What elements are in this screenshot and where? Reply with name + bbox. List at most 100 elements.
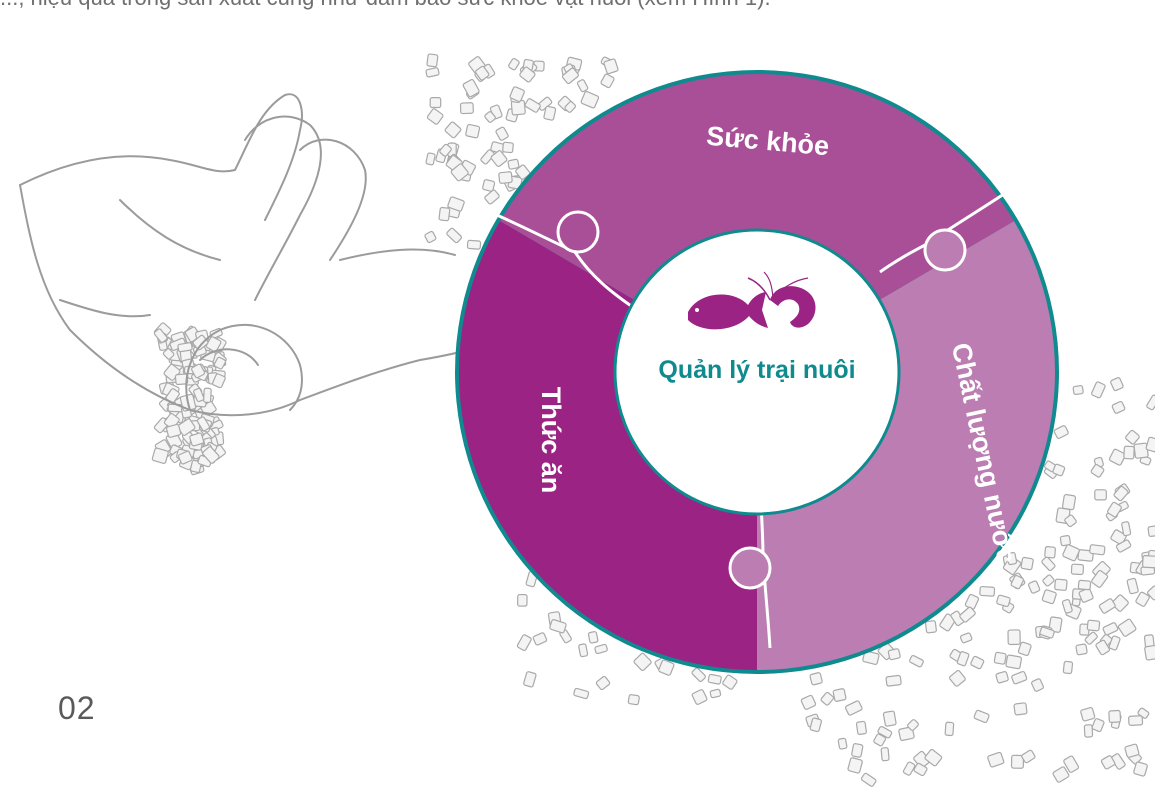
pellet — [949, 670, 966, 687]
pellet — [1091, 381, 1106, 398]
pellet — [549, 619, 566, 633]
pellet — [1078, 580, 1091, 590]
pellet — [427, 108, 444, 125]
pellet — [1084, 725, 1092, 737]
pellet — [965, 594, 979, 610]
pellet — [1062, 599, 1073, 613]
pellet — [945, 722, 954, 736]
pellet — [692, 689, 708, 705]
pellet — [1055, 579, 1068, 590]
pellet — [1144, 645, 1155, 660]
pellet — [1008, 630, 1020, 645]
pellet — [482, 179, 495, 191]
pellet — [710, 689, 721, 698]
pellet — [604, 59, 619, 75]
pellet — [1143, 556, 1155, 568]
pellet — [426, 67, 440, 77]
pellet — [883, 711, 896, 727]
pellet — [1090, 545, 1106, 555]
pellet — [1102, 622, 1118, 635]
pellet — [1031, 678, 1044, 692]
pellet — [523, 671, 536, 687]
puzzle-tab-top-left — [558, 212, 598, 252]
pellet — [439, 207, 450, 221]
pellet — [886, 675, 901, 686]
hand-sketch — [20, 94, 485, 415]
pellet — [533, 632, 548, 645]
pellet — [708, 674, 722, 684]
pellet — [1042, 589, 1057, 604]
pellet — [810, 672, 823, 685]
pellet — [974, 710, 990, 723]
pellet — [460, 103, 473, 114]
pellet — [1095, 490, 1107, 500]
pellet — [495, 126, 509, 140]
pellet — [1054, 425, 1069, 439]
pellet — [1076, 644, 1088, 655]
pellet — [503, 142, 514, 153]
pellet — [1148, 526, 1155, 537]
pellet — [1134, 443, 1148, 458]
pellet — [909, 655, 924, 668]
pellet — [581, 91, 600, 109]
pellet — [1087, 620, 1100, 631]
pellet — [820, 692, 834, 706]
pellet — [994, 652, 1006, 664]
pellet — [508, 159, 519, 169]
pellet — [1125, 430, 1140, 445]
pellet — [430, 98, 441, 108]
pellet — [499, 172, 513, 184]
puzzle-tab-bottom — [730, 548, 770, 588]
pellet — [1041, 556, 1056, 571]
pellet — [801, 695, 817, 710]
pellet — [996, 671, 1009, 683]
pellet — [204, 388, 212, 402]
pellet — [1062, 494, 1075, 510]
pellet — [573, 688, 589, 699]
pellet — [633, 653, 652, 672]
pellet — [856, 721, 866, 734]
pellet — [851, 743, 863, 757]
pellet — [1118, 618, 1137, 637]
pellet — [691, 667, 706, 682]
pellet — [1109, 710, 1121, 722]
pellet — [960, 632, 972, 643]
pellet — [467, 240, 480, 249]
pellet — [845, 700, 863, 715]
pellet — [594, 644, 607, 654]
pellet — [1028, 580, 1040, 593]
segment-label-thuc-an: Thức ăn — [536, 387, 566, 494]
pellet — [508, 58, 520, 71]
puzzle-tab-right — [925, 230, 965, 270]
pellet — [1071, 564, 1083, 574]
pellet — [881, 748, 889, 761]
pellet — [861, 773, 877, 787]
pellet — [1146, 394, 1155, 410]
pellet — [178, 342, 193, 351]
pellet — [838, 738, 847, 749]
pellet — [996, 595, 1010, 607]
pellet — [518, 595, 527, 607]
pellet — [1112, 401, 1126, 414]
pellet — [1062, 544, 1080, 561]
pellet — [833, 688, 846, 701]
pellet — [588, 631, 598, 643]
pellet — [424, 231, 436, 243]
pellet — [1110, 377, 1124, 391]
pellet — [1146, 437, 1155, 452]
pellet — [577, 79, 589, 92]
pellet — [600, 73, 614, 88]
pellet — [903, 761, 916, 775]
center-label: Quản lý trại nuôi — [658, 356, 855, 384]
pellet — [166, 424, 181, 438]
pellet — [888, 648, 901, 660]
pellet — [1006, 655, 1022, 669]
pellet — [544, 106, 556, 120]
pellet — [628, 694, 639, 705]
pellet — [1011, 671, 1027, 684]
pellet — [1125, 744, 1140, 758]
pellet — [1127, 578, 1139, 594]
pellet — [1014, 703, 1027, 715]
pellet — [848, 757, 863, 773]
pellet — [1042, 574, 1055, 586]
